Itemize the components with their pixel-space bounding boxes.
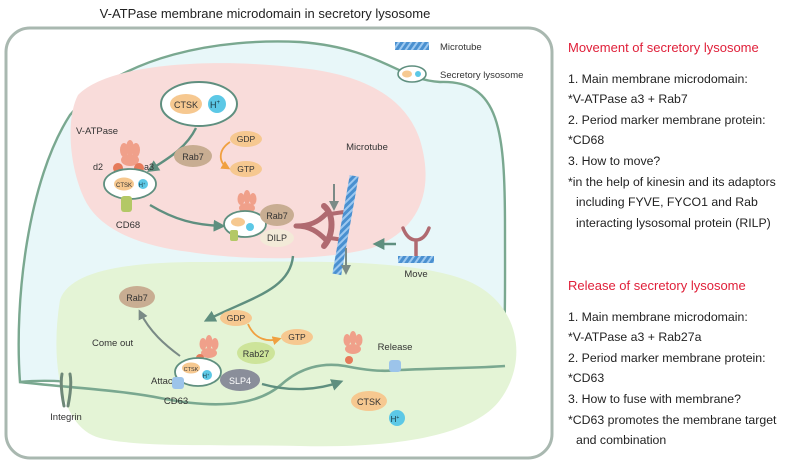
cd68-label: CD68	[116, 220, 140, 231]
legend-lysosome-proton	[415, 71, 421, 77]
movement-title: Movement of secretory lysosome	[568, 40, 759, 55]
release-title: Release of secretory lysosome	[568, 278, 746, 293]
rab7-bound-label: Rab7	[266, 211, 288, 221]
release-label: Release	[378, 342, 413, 353]
proton-middle	[246, 223, 254, 231]
proton-attach	[202, 370, 212, 380]
movement-line: 2. Period marker membrane protein:	[568, 112, 766, 127]
cd68-middle	[230, 230, 238, 241]
ctsk-attach	[182, 362, 200, 374]
gtp-bottom-label: GTP	[288, 332, 306, 342]
come-out-arrow	[138, 309, 181, 357]
move-motor-icon	[401, 226, 431, 260]
movement-line: 3. How to move?	[568, 153, 661, 168]
move-label: Move	[404, 269, 427, 280]
rab27-protein	[237, 342, 275, 364]
proton-top	[208, 95, 226, 113]
legend-lysosome-label: Secretory lysosome	[440, 70, 523, 81]
lysosome-diagram: V-ATPase membrane microdomain in secreto…	[4, 6, 554, 460]
release-line: 1. Main membrane microdomain:	[568, 309, 748, 324]
ctsk-top	[170, 94, 202, 114]
slp4-label: SLP4	[229, 376, 251, 386]
diagram-title: V-ATPase membrane microdomain in secreto…	[100, 6, 431, 21]
gdp-gtp-arrow-top	[219, 141, 231, 170]
proton-released-label: H+	[391, 415, 400, 424]
movement-line: 1. Main membrane microdomain:	[568, 71, 748, 86]
movement-line: interacting lysosomal protein (RILP)	[576, 215, 771, 230]
release-line: 3. How to fuse with membrane?	[568, 391, 741, 406]
arrow-middle-to-attach	[203, 255, 295, 322]
proton-left	[138, 179, 148, 189]
ctsk-left	[114, 177, 134, 191]
ctsk-top-label: CTSK	[174, 100, 198, 110]
dilp-protein	[260, 229, 294, 247]
rab7-free-label: Rab7	[182, 152, 204, 162]
cd63-release	[389, 360, 401, 372]
motor-head	[321, 203, 335, 249]
plasma-membrane	[19, 363, 506, 406]
vatpase-middle	[237, 190, 257, 213]
movement-line: *in the help of kinesin and its adaptors	[568, 174, 776, 189]
ctsk-left-label: CTSK	[116, 183, 132, 189]
ctsk-released-label: CTSK	[357, 397, 381, 407]
ctsk-released	[351, 391, 387, 411]
release-panel: Release of secretory lysosome 1. Main me…	[568, 276, 790, 451]
movement-line: *CD68	[568, 133, 605, 148]
legend-microtube-icon	[395, 42, 429, 50]
d2-label: d2	[93, 162, 103, 172]
dilp-label: DILP	[267, 233, 287, 243]
rab7-come-out	[119, 286, 155, 308]
cd63-label: CD63	[164, 396, 188, 407]
arrow-top-to-vatpase	[147, 127, 198, 172]
integrin-label: Integrin	[50, 412, 82, 423]
ctsk-attach-label: CTSK	[184, 367, 199, 373]
release-line: and combination	[576, 433, 667, 448]
rab27-label: Rab27	[243, 349, 270, 359]
cell-outline	[4, 26, 554, 460]
movement-line: including FYVE, FYCO1 and Rab	[576, 195, 758, 210]
microtube	[332, 175, 359, 276]
gtp-bottom	[281, 329, 313, 345]
gdp-top	[230, 131, 262, 147]
release-line: *CD63 promotes the membrane target	[568, 412, 777, 427]
release-line: *CD63	[568, 371, 605, 386]
proton-left-label: H+	[139, 181, 146, 189]
integrin-icon	[59, 372, 73, 408]
proton-attach-label: H+	[203, 372, 210, 380]
motor-protein	[293, 211, 329, 243]
gdp-top-label: GDP	[237, 134, 256, 144]
arrow-attach-to-release	[261, 379, 344, 391]
arrow-left-to-middle	[149, 203, 226, 232]
rab7-free	[174, 145, 212, 167]
vatpase-attach	[196, 335, 219, 362]
come-out-label: Come out	[92, 338, 134, 349]
microtube-label: Microtube	[346, 142, 388, 153]
legend-lysosome-cargo	[402, 70, 412, 78]
attach-label: Attach	[151, 376, 178, 387]
legend-microtube-label: Microtube	[440, 42, 482, 53]
cd63-protein	[172, 377, 184, 389]
rab7-come-out-label: Rab7	[126, 293, 148, 303]
release-line: 2. Period marker membrane protein:	[568, 350, 766, 365]
movement-panel: Movement of secretory lysosome 1. Main m…	[568, 38, 790, 233]
cd68-protein	[121, 196, 132, 212]
slp4-protein	[220, 369, 260, 391]
gdp-gtp-arrow-bottom	[247, 323, 282, 345]
ctsk-middle	[231, 217, 245, 227]
vatpase-label: V-ATPase	[76, 126, 118, 137]
movement-line: *V-ATPase a3 + Rab7	[568, 92, 688, 107]
proton-released	[389, 410, 405, 426]
gtp-top	[230, 161, 262, 177]
gdp-bottom	[220, 310, 252, 326]
gtp-top-label: GTP	[237, 164, 255, 174]
move-microtube-icon	[398, 256, 434, 263]
vatpase-release	[343, 331, 363, 364]
proton-top-label: H+	[210, 100, 221, 110]
a3-label: a3	[144, 162, 154, 172]
rab7-bound	[260, 204, 294, 226]
gdp-bottom-label: GDP	[227, 313, 246, 323]
release-line: *V-ATPase a3 + Rab27a	[568, 330, 702, 345]
